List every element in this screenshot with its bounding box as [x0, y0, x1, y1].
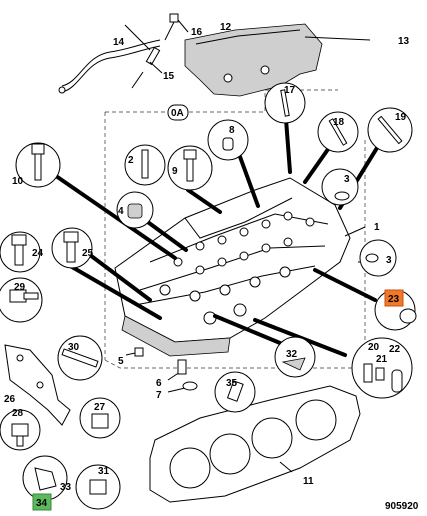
callout-15: 15 — [163, 71, 175, 82]
callout-30: 30 — [68, 342, 80, 353]
callout-labels: 1 2 3 3 4 5 6 7 8 9 10 11 12 13 14 15 16… — [4, 22, 410, 511]
bubble-35 — [214, 371, 256, 413]
callout-3-lower: 3 — [386, 255, 392, 266]
callout-33: 33 — [60, 482, 72, 493]
bubble-24 — [0, 231, 41, 273]
callout-23: 23 — [388, 294, 400, 305]
callout-19: 19 — [395, 112, 407, 123]
callout-35: 35 — [226, 378, 238, 389]
bubble-29 — [0, 277, 43, 323]
bubble-4 — [116, 191, 154, 229]
callout-14: 14 — [113, 37, 125, 48]
main-assembly-label: 0A — [167, 104, 189, 121]
bubble-32 — [274, 336, 316, 378]
head-fittings — [134, 347, 198, 391]
bubble-9 — [167, 145, 213, 191]
callout-13: 13 — [398, 36, 410, 47]
main-label-text: 0A — [171, 108, 184, 119]
callout-9: 9 — [172, 166, 178, 177]
bubble-19 — [367, 107, 413, 153]
callout-5: 5 — [118, 356, 124, 367]
callout-23-highlight: 23 — [384, 289, 404, 307]
callout-17: 17 — [284, 85, 296, 96]
bubble-31 — [75, 464, 121, 510]
callout-7: 7 — [156, 390, 162, 401]
reference-number: 905920 — [385, 501, 419, 512]
callout-2: 2 — [128, 155, 134, 166]
callout-8: 8 — [229, 125, 235, 136]
callout-3-upper: 3 — [344, 174, 350, 185]
rocker-cover — [184, 23, 323, 97]
callout-4: 4 — [118, 206, 124, 217]
callout-28: 28 — [12, 408, 24, 419]
bubble-17 — [264, 82, 306, 124]
callout-34-highlight: 34 — [32, 493, 52, 511]
callout-29: 29 — [14, 282, 26, 293]
callout-21: 21 — [376, 354, 388, 365]
bubble-30 — [57, 335, 103, 381]
bubble-20-21-22 — [351, 337, 413, 399]
bubble-27 — [79, 397, 121, 439]
bracket — [4, 344, 71, 426]
head-bolt-pattern — [159, 211, 315, 325]
bubble-28 — [0, 409, 41, 451]
bubble-25 — [51, 227, 93, 269]
callout-32: 32 — [286, 349, 298, 360]
bubble-8 — [207, 119, 249, 161]
callout-27: 27 — [94, 402, 106, 413]
callout-31: 31 — [98, 466, 110, 477]
bubble-2 — [124, 144, 166, 186]
callout-16: 16 — [191, 27, 203, 38]
glow-plug-harness — [58, 39, 161, 94]
bubble-10 — [15, 142, 61, 188]
callout-1: 1 — [374, 222, 380, 233]
callout-22: 22 — [389, 344, 401, 355]
bubble-3-lower — [359, 239, 397, 277]
callout-26: 26 — [4, 394, 16, 405]
thin-leaders — [124, 19, 375, 473]
bubble-3-upper — [321, 168, 359, 206]
callout-12: 12 — [220, 22, 232, 33]
glow-plug — [131, 13, 179, 89]
callout-24: 24 — [32, 248, 44, 259]
callout-34: 34 — [36, 498, 48, 509]
callout-6: 6 — [156, 378, 162, 389]
callout-25: 25 — [82, 248, 94, 259]
callout-11: 11 — [303, 476, 314, 487]
callout-20: 20 — [368, 342, 380, 353]
callout-10: 10 — [12, 176, 24, 187]
head-gasket — [149, 385, 361, 503]
bubble-33 — [22, 455, 68, 501]
callout-18: 18 — [333, 117, 345, 128]
bubble-18 — [317, 111, 359, 153]
